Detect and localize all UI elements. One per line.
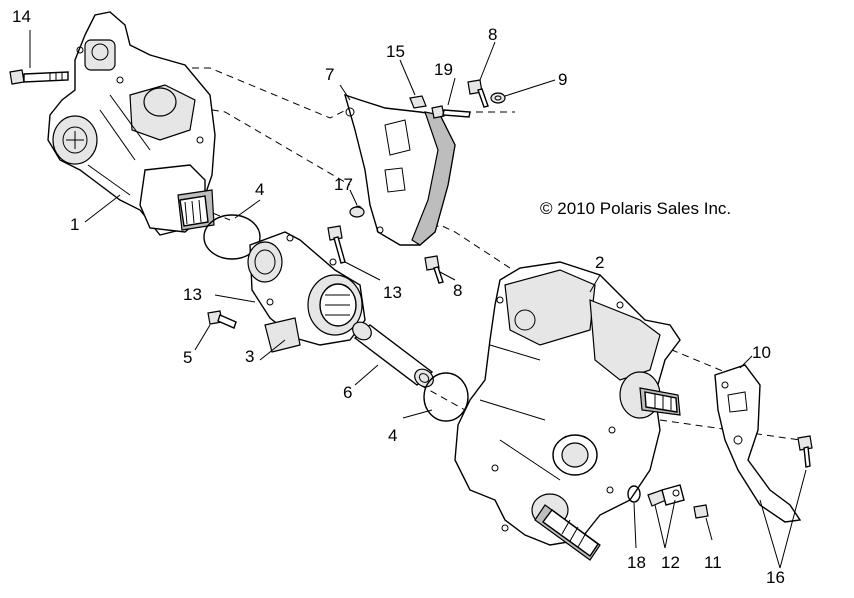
callout-14: 14 [12,7,31,26]
o-ring-upper [203,214,261,260]
copyright-notice: © 2010 Polaris Sales Inc. [540,199,731,218]
callout-8-bottom: 8 [453,281,462,300]
callout-18: 18 [627,553,646,572]
washer-9 [490,92,506,104]
callout-15: 15 [386,42,405,61]
callouts: 14 1 4 13 13 5 3 6 4 7 15 19 8 9 17 8 2 … [12,7,785,587]
callout-5: 5 [183,348,192,367]
bolt-16 [797,435,813,468]
nut-15 [409,95,427,109]
callout-12: 12 [661,553,680,572]
callout-2: 2 [595,253,604,272]
bolt-13-right [327,225,346,264]
coupler-housing [247,231,366,353]
callout-13-right: 13 [383,283,402,302]
rear-bracket [714,364,802,523]
o-ring-18 [627,485,641,503]
transmission [454,261,681,561]
mount-bracket [343,93,456,246]
callout-7: 7 [325,65,334,84]
bolt-5 [207,310,237,329]
bolt-8-bottom [424,255,444,284]
callout-13-left: 13 [183,285,202,304]
washer-17 [349,206,365,218]
callout-10: 10 [752,343,771,362]
callout-4-lower: 4 [388,426,397,445]
callout-6: 6 [343,383,352,402]
callout-1: 1 [70,215,79,234]
callout-8-top: 8 [488,25,497,44]
leader-lines [29,30,807,569]
alignment-lines [179,67,801,441]
callout-3: 3 [245,347,254,366]
callout-11: 11 [704,553,722,572]
callout-17: 17 [334,175,353,194]
coupler-sleeve [352,321,434,388]
bolt-19 [431,105,471,119]
callout-19: 19 [434,60,453,79]
o-ring-lower [423,372,469,422]
bolt-14 [9,69,69,85]
front-gearcase [47,11,216,236]
callout-4-upper: 4 [255,180,264,199]
bolt-8-top [467,79,489,108]
callout-16: 16 [766,568,785,587]
screw-11 [693,504,709,519]
sensor-12 [647,484,685,507]
callout-9: 9 [558,70,567,89]
